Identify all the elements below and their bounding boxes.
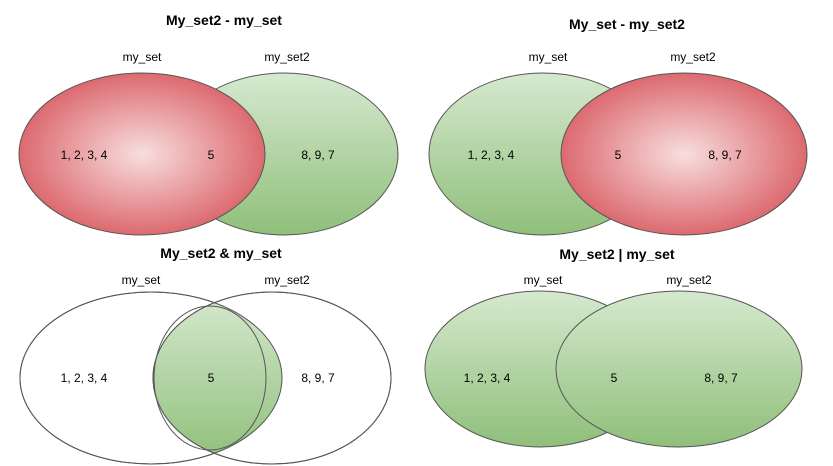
left-only-values: 1, 2, 3, 4 bbox=[61, 371, 108, 385]
intersection-value: 5 bbox=[208, 148, 215, 162]
right-set-label: my_set2 bbox=[670, 50, 716, 64]
right-set-outline bbox=[152, 291, 392, 465]
panel-title: My_set2 - my_set bbox=[166, 12, 282, 28]
left-set-outline bbox=[19, 291, 283, 465]
venn-panel-set2-minus-set: My_set2 - my_set my_set my_set2 1, 2, 3,… bbox=[18, 12, 399, 236]
venn-panel-intersection: My_set2 & my_set my_set my_set2 1, 2, 3,… bbox=[19, 245, 392, 465]
right-only-values: 8, 9, 7 bbox=[708, 148, 742, 162]
right-set-label: my_set2 bbox=[264, 50, 310, 64]
right-set-label: my_set2 bbox=[666, 273, 712, 287]
right-set-label: my_set2 bbox=[264, 273, 310, 287]
left-set-label: my_set bbox=[123, 50, 162, 64]
left-only-values: 1, 2, 3, 4 bbox=[464, 371, 511, 385]
intersection-value: 5 bbox=[615, 148, 622, 162]
venn-panel-set-minus-set2: My_set - my_set2 my_set my_set2 1, 2, 3,… bbox=[428, 16, 808, 236]
panel-title: My_set2 & my_set bbox=[160, 245, 282, 261]
intersection-fill bbox=[153, 292, 282, 464]
right-only-values: 8, 9, 7 bbox=[301, 371, 335, 385]
right-only-values: 8, 9, 7 bbox=[301, 148, 335, 162]
intersection-outline bbox=[153, 305, 267, 451]
intersection-value: 5 bbox=[208, 371, 215, 385]
left-only-values: 1, 2, 3, 4 bbox=[61, 148, 108, 162]
left-set-ellipse bbox=[18, 72, 266, 236]
panel-title: My_set2 | my_set bbox=[559, 246, 675, 262]
panel-title: My_set - my_set2 bbox=[569, 16, 685, 32]
left-set-label: my_set bbox=[122, 273, 161, 287]
right-set-ellipse bbox=[555, 290, 803, 448]
left-set-label: my_set bbox=[529, 50, 568, 64]
venn-panel-union: My_set2 | my_set my_set my_set2 1, 2, 3,… bbox=[424, 246, 803, 448]
right-only-values: 8, 9, 7 bbox=[704, 371, 738, 385]
left-only-values: 1, 2, 3, 4 bbox=[468, 148, 515, 162]
intersection-value: 5 bbox=[611, 371, 618, 385]
left-set-label: my_set bbox=[524, 273, 563, 287]
right-set-ellipse bbox=[560, 72, 808, 236]
